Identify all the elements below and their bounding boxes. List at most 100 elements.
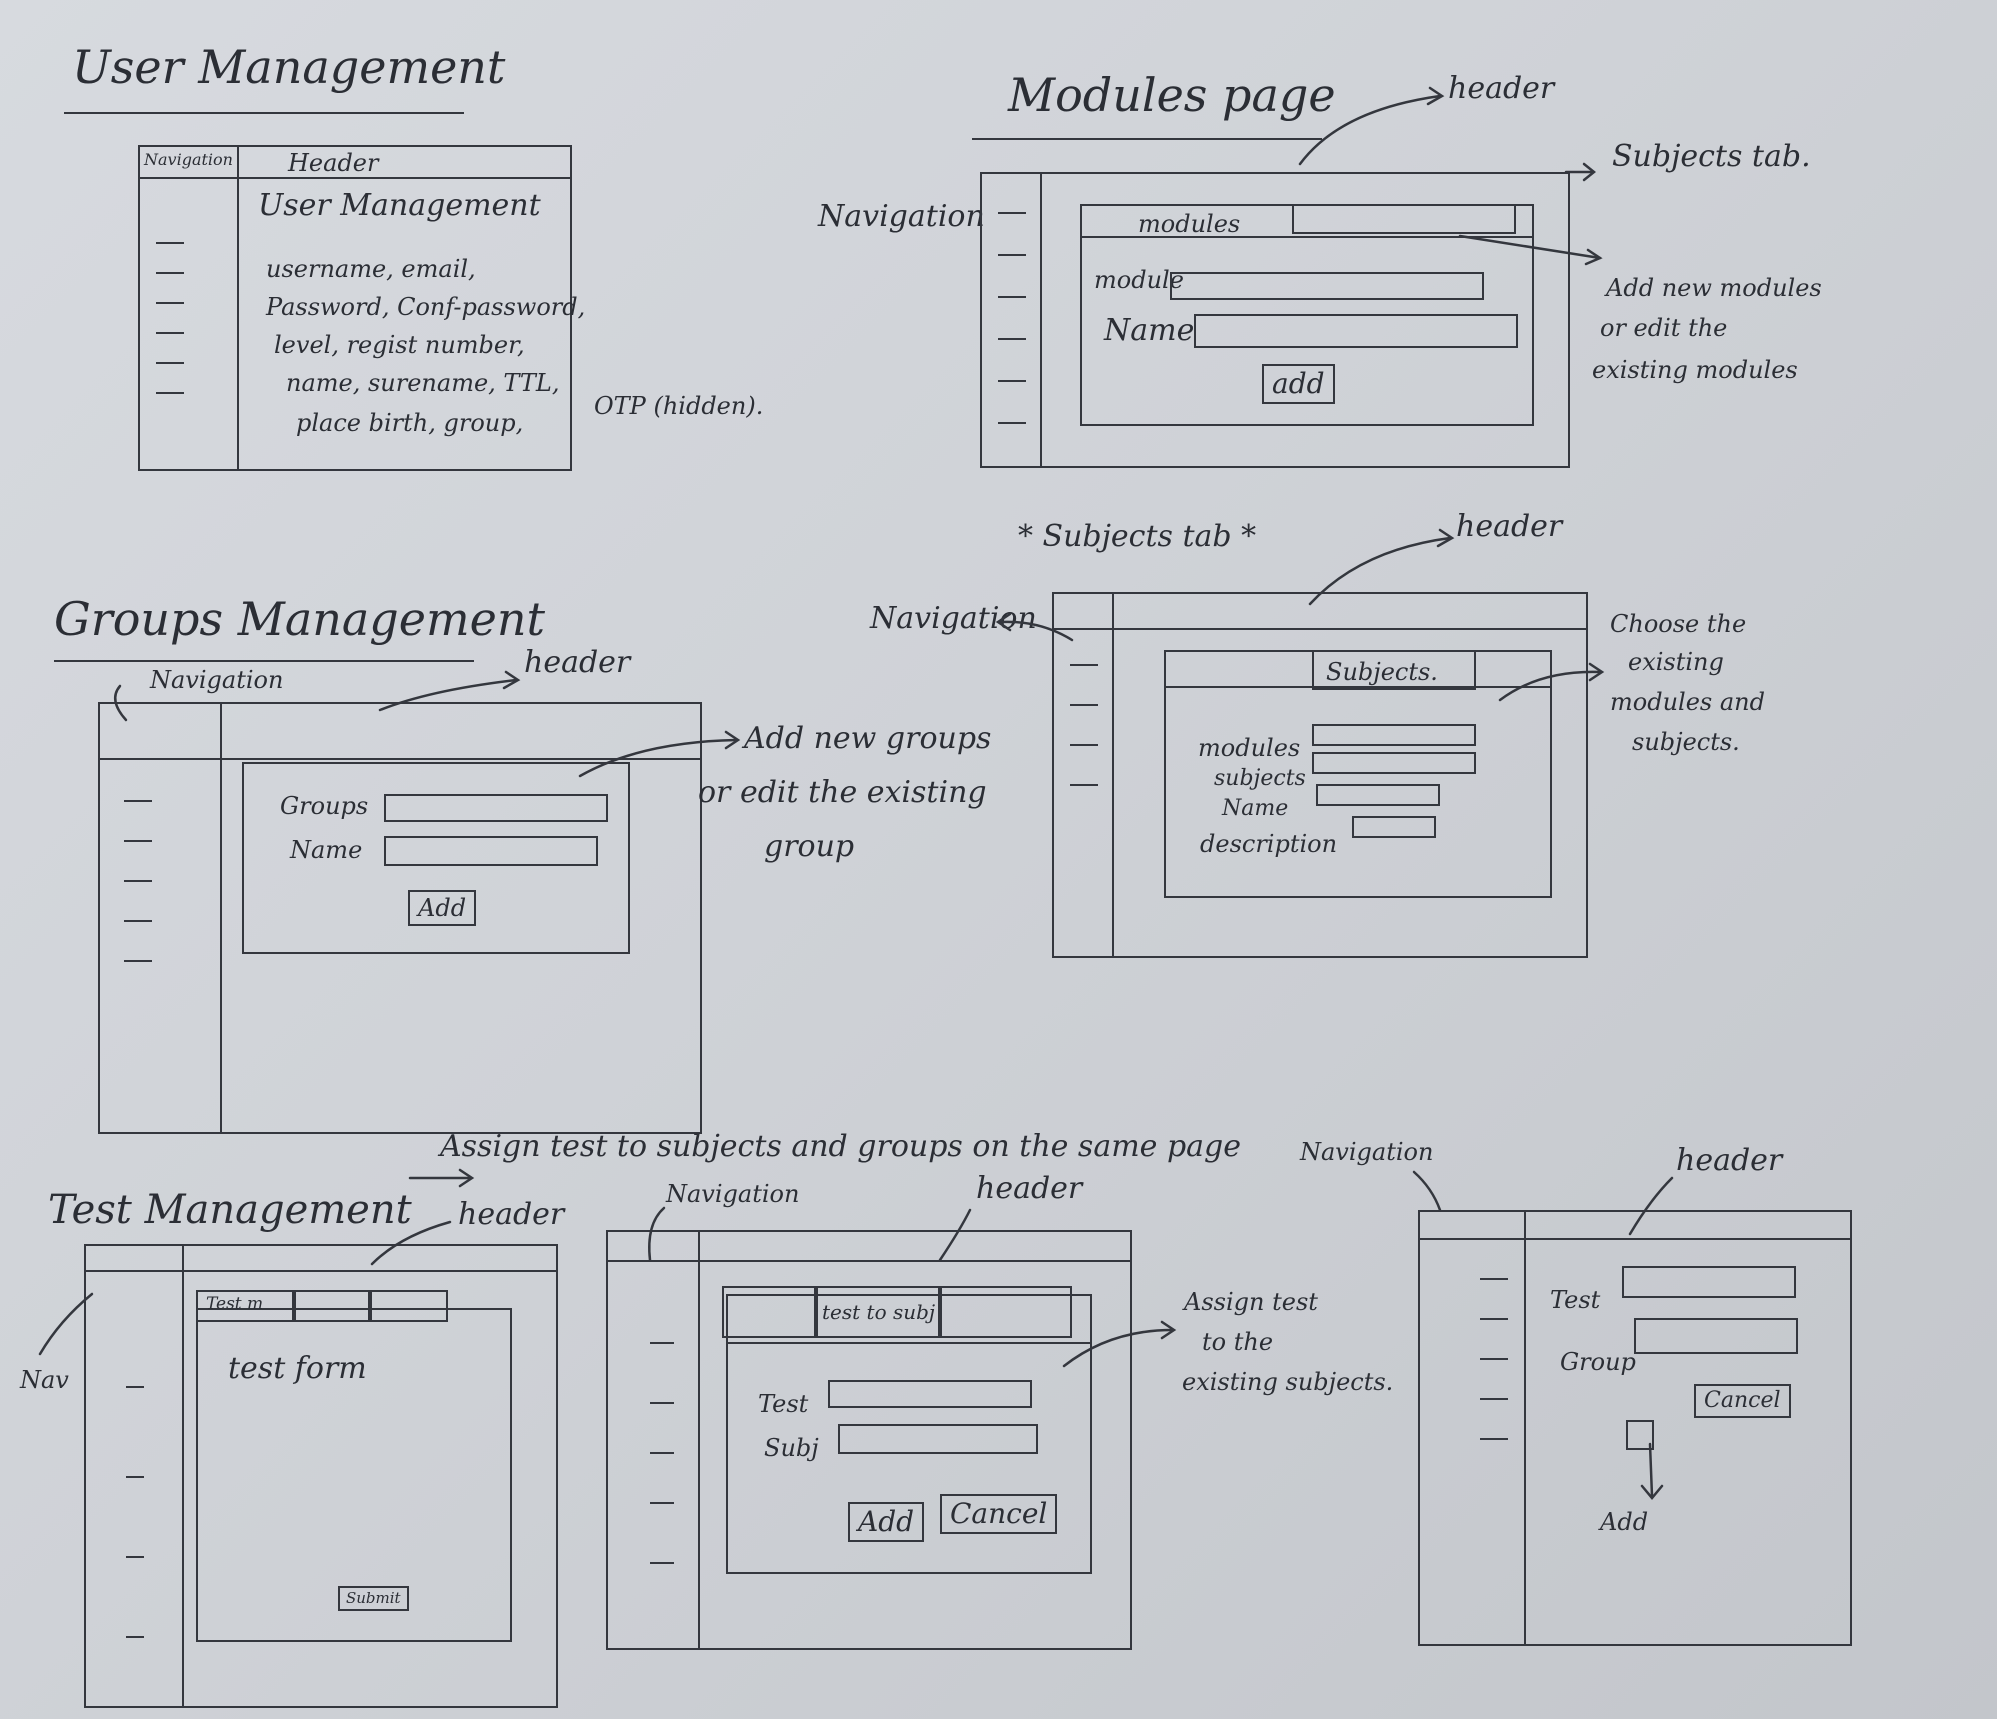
test-input[interactable] (1622, 1266, 1796, 1298)
name-input[interactable] (1194, 314, 1518, 348)
modules-tab-label[interactable]: modules (1138, 210, 1241, 238)
groups-add-arrow (578, 738, 738, 778)
title-underline (64, 112, 464, 114)
header-divider (608, 1260, 1130, 1262)
wire1-nav-arrow (38, 1292, 94, 1356)
add-button[interactable]: Add (408, 890, 477, 926)
nav-item (126, 1636, 144, 1638)
test-input[interactable] (828, 1380, 1032, 1408)
nav-item (156, 302, 184, 304)
nav-item (998, 422, 1026, 424)
wire2-header-annotation: header (976, 1171, 1083, 1206)
groups-nav-arrow (113, 684, 128, 722)
nav-item (1480, 1278, 1508, 1280)
modules-header-arrow (1298, 94, 1442, 166)
tab-label[interactable]: test to subj (822, 1300, 936, 1324)
nav-item (1070, 744, 1098, 746)
fields-line: level, regist number, (274, 331, 525, 359)
add-note-line: or edit the (1600, 314, 1728, 342)
tab-label[interactable]: Test m (206, 1294, 264, 1314)
assign-note-line: existing subjects. (1182, 1368, 1394, 1396)
arrowhead (1640, 1484, 1664, 1500)
header-divider (1420, 1238, 1850, 1240)
wire1-header-arrow (370, 1220, 452, 1266)
nav-divider (1524, 1212, 1526, 1644)
wire3-nav-annotation: Navigation (1300, 1138, 1434, 1166)
add-button[interactable]: add (1262, 364, 1335, 404)
assign-note-line: to the (1202, 1328, 1274, 1356)
description-label: description (1200, 830, 1338, 858)
test-management-title: Test Management (48, 1187, 412, 1233)
name-input[interactable] (384, 836, 598, 866)
subjects-tab-label[interactable]: Subjects. (1326, 658, 1438, 686)
modules-select[interactable] (1312, 724, 1476, 746)
arrowhead (724, 730, 741, 750)
nav-item (156, 332, 184, 334)
add-modules-arrow (1458, 234, 1602, 260)
test-form-panel: Test m test form Submit (196, 1290, 512, 1642)
groups-label: Groups (280, 792, 369, 820)
choose-note-line: subjects. (1632, 728, 1740, 756)
test-label: Test (758, 1390, 809, 1418)
nav-item (650, 1452, 674, 1454)
cancel-button[interactable]: Cancel (1694, 1384, 1791, 1418)
test-wireframe-3: Test Group Cancel Add (1418, 1210, 1852, 1646)
subjects-wireframe: Subjects. modules subjects Name descript… (1052, 592, 1588, 958)
modules-wireframe: modules module Name add (980, 172, 1570, 468)
nav-item (156, 392, 184, 394)
name-input[interactable] (1316, 784, 1440, 806)
subj-input[interactable] (838, 1424, 1038, 1454)
subjects-tab[interactable] (1312, 650, 1476, 690)
add-note-line: group (764, 829, 855, 864)
test-tab-active[interactable] (196, 1290, 296, 1322)
nav-divider (237, 147, 239, 469)
assign-arrow (1062, 1328, 1174, 1368)
fields-line: Password, Conf-password, (266, 293, 586, 321)
nav-divider (182, 1246, 184, 1706)
submit-button[interactable]: Submit (338, 1586, 409, 1611)
test-tab[interactable] (368, 1290, 448, 1322)
nav-item (124, 840, 152, 842)
subjects-tab[interactable] (1292, 204, 1516, 234)
add-button[interactable] (1626, 1420, 1654, 1450)
subjects-select[interactable] (1312, 752, 1476, 774)
test-to-subj-tab[interactable] (814, 1286, 942, 1338)
nav-item (650, 1502, 674, 1504)
tab[interactable] (722, 1286, 818, 1338)
wire3-header-arrow (1628, 1176, 1674, 1236)
test-management-subtitle: Assign test to subjects and groups on th… (440, 1129, 1241, 1164)
arrowhead (1582, 162, 1597, 182)
cancel-button[interactable]: Cancel (940, 1494, 1058, 1534)
header-annotation: header (524, 645, 631, 680)
subjects-tab-note: Subjects tab. (1612, 139, 1811, 174)
modules-form-panel: modules module Name add (1080, 204, 1534, 426)
wire2-nav-annotation: Navigation (666, 1180, 800, 1208)
nav-item (1480, 1438, 1508, 1440)
add-label: Add (1600, 1508, 1649, 1536)
choose-note-line: existing (1628, 648, 1724, 676)
tab[interactable] (938, 1286, 1072, 1338)
header-divider (1054, 628, 1586, 630)
assign-note-line: Assign test (1184, 1288, 1318, 1316)
arrowhead (995, 612, 1012, 632)
nav-item (1070, 704, 1098, 706)
wire1-header-annotation: header (458, 1197, 565, 1232)
nav-item (124, 800, 152, 802)
subjects-label: subjects (1214, 766, 1306, 791)
nav-item (124, 880, 152, 882)
test-tab[interactable] (292, 1290, 372, 1322)
arrowhead (1426, 86, 1445, 106)
nav-item (998, 380, 1026, 382)
add-down-arrow (1648, 1442, 1654, 1498)
groups-input[interactable] (384, 794, 608, 822)
nav-item (650, 1562, 674, 1564)
module-input[interactable] (1170, 272, 1484, 300)
add-button[interactable]: Add (848, 1502, 925, 1542)
arrowhead (1588, 662, 1605, 682)
group-input[interactable] (1634, 1318, 1798, 1354)
subjects-header-arrow (1308, 536, 1452, 606)
module-label: module (1094, 266, 1184, 294)
description-input[interactable] (1352, 816, 1436, 838)
wire2-nav-arrow (648, 1206, 666, 1262)
